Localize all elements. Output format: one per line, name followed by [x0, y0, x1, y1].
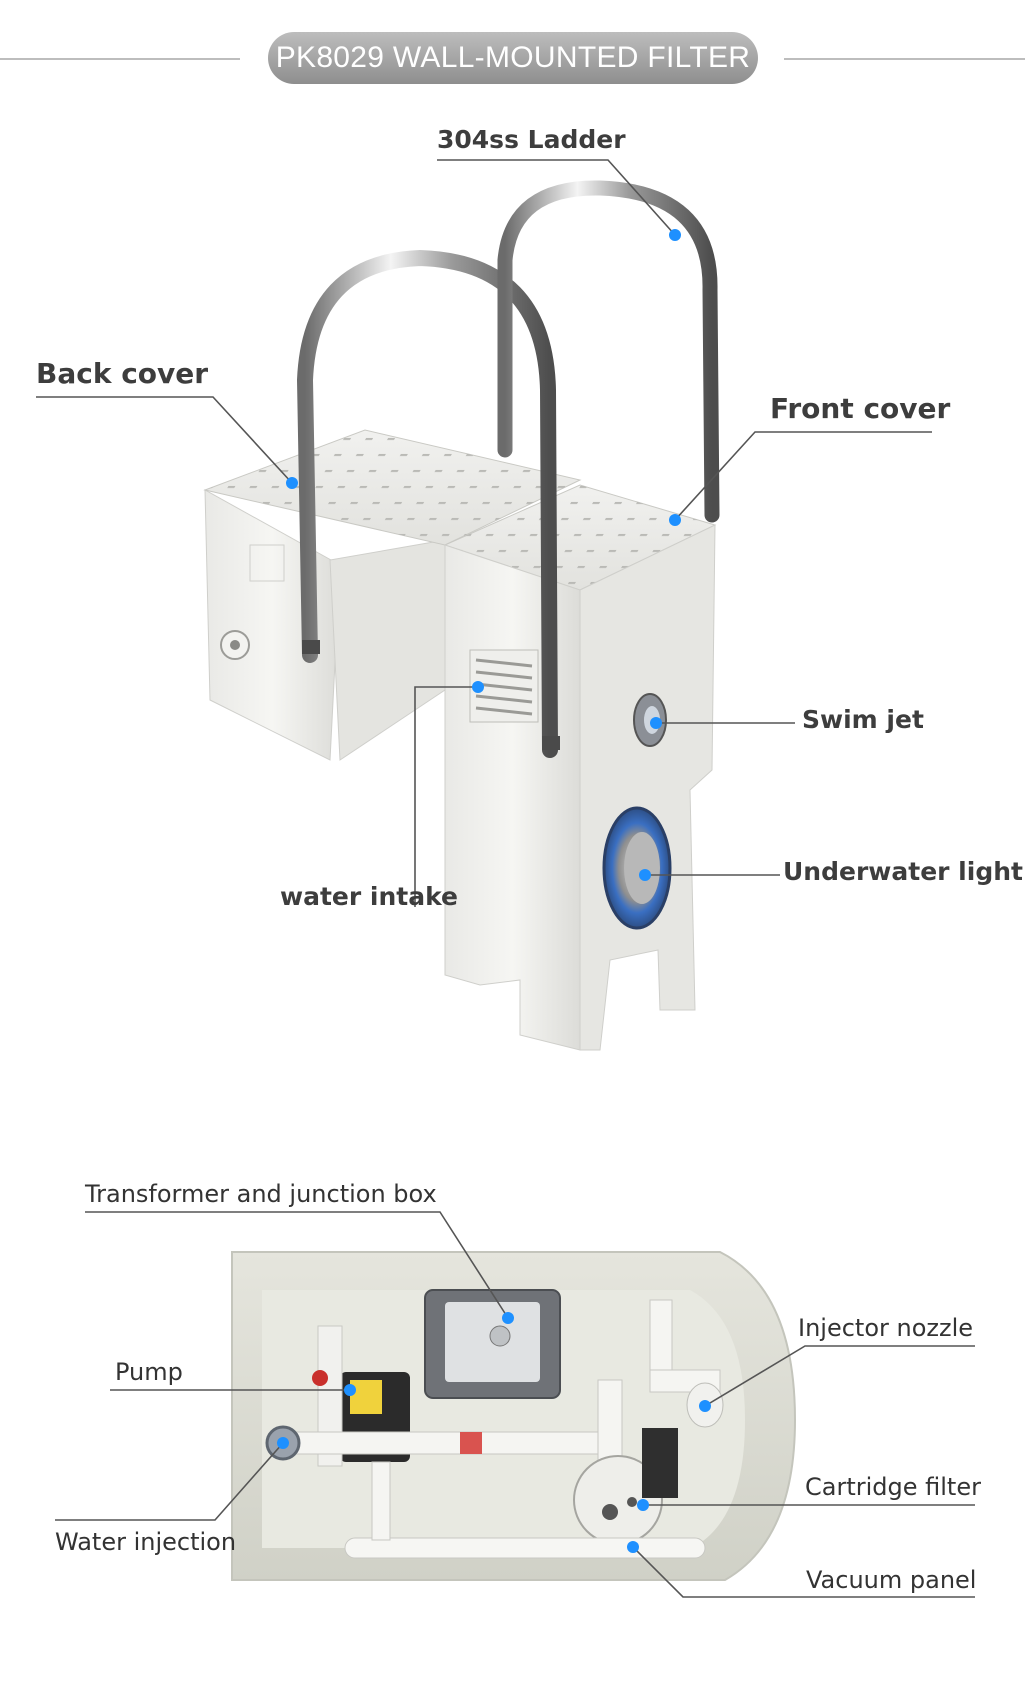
label-transformer: Transformer and junction box	[85, 1180, 437, 1208]
callout-dot-water-injection	[277, 1437, 289, 1449]
callout-dot-swim-jet	[650, 717, 662, 729]
bottom-callout-dots	[277, 1312, 711, 1553]
top-callout-dots	[286, 229, 681, 881]
label-front-cover: Front cover	[770, 392, 951, 425]
label-injector-nozzle: Injector nozzle	[798, 1314, 974, 1342]
label-water-injection: Water injection	[55, 1528, 237, 1556]
callout-dot-pump	[344, 1384, 356, 1396]
label-ladder: 304ss Ladder	[437, 125, 626, 154]
interior-figure	[231, 1251, 797, 1581]
label-pump: Pump	[115, 1358, 183, 1386]
callout-dot-back-cover	[286, 477, 298, 489]
callout-dot-transformer	[502, 1312, 514, 1324]
label-underwater-light: Underwater light	[783, 857, 1023, 886]
title-right-rule	[784, 58, 1025, 60]
label-cartridge-filter: Cartridge filter	[805, 1473, 981, 1501]
callout-dot-water-intake	[472, 681, 484, 693]
title-banner: PK8029 WALL-MOUNTED FILTER	[0, 28, 1025, 88]
callout-dot-underwater-light	[639, 869, 651, 881]
label-water-intake: water intake	[280, 882, 459, 911]
callout-dot-cartridge-filter	[637, 1499, 649, 1511]
callout-dot-ladder	[669, 229, 681, 241]
label-back-cover: Back cover	[36, 357, 209, 390]
label-vacuum-panel: Vacuum panel	[806, 1566, 977, 1594]
callout-dot-injector-nozzle	[699, 1400, 711, 1412]
filter-unit-figure	[203, 180, 720, 1051]
callout-dot-vacuum-panel	[627, 1541, 639, 1553]
page-title: PK8029 WALL-MOUNTED FILTER	[268, 32, 758, 84]
title-left-rule	[0, 58, 240, 60]
label-swim-jet: Swim jet	[802, 705, 924, 734]
top-leader-lines	[36, 159, 932, 907]
bottom-leader-lines	[55, 1211, 975, 1598]
callout-dot-front-cover	[669, 514, 681, 526]
